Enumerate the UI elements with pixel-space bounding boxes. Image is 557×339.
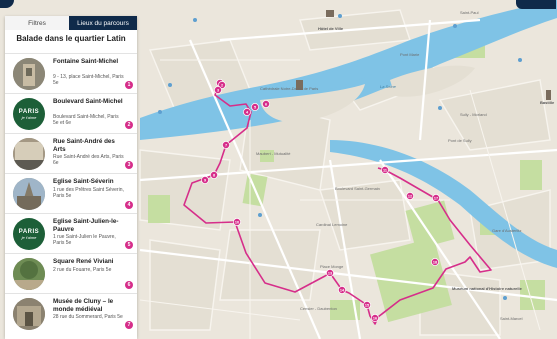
item-address: 1 rue des Prêtres Saint Séverin, Paris 5… xyxy=(53,187,124,200)
label-place-monge: Place Monge xyxy=(320,264,344,269)
item-number-badge: 1 xyxy=(125,81,133,89)
item-number-badge: 2 xyxy=(125,121,133,129)
route-marker[interactable] xyxy=(251,103,259,111)
tab-filters[interactable]: Filtres xyxy=(5,16,69,30)
label-austerlitz: Gare d'Austerlitz xyxy=(492,228,521,233)
list-item[interactable]: PARIS je t'aime Eglise Saint-Julien-le-P… xyxy=(5,213,137,253)
route-marker[interactable] xyxy=(214,86,222,94)
route-marker-label: 7 xyxy=(225,144,227,148)
list-item[interactable]: Eglise Saint-Séverin 1 rue des Prêtres S… xyxy=(5,173,137,213)
item-name: Musée de Cluny – le monde médiéval xyxy=(53,298,114,313)
label-cardinal: Cardinal Lemoine xyxy=(316,222,348,227)
list-item[interactable]: Square René Viviani 2 rue du Fouarre, Pa… xyxy=(5,253,137,293)
route-marker[interactable] xyxy=(371,314,379,322)
label-bd-st-germain: Boulevard Saint-Germain xyxy=(335,186,380,191)
label-museum: Muséum national d'Histoire naturelle xyxy=(452,286,523,291)
route-marker-label: 14 xyxy=(340,289,345,293)
item-number-badge: 6 xyxy=(125,281,133,289)
item-address: 9 - 13, place Saint-Michel, Paris 5e xyxy=(53,74,124,87)
item-address: 1 rue Saint-Julien le Pauvre, Paris 5e xyxy=(53,234,116,247)
route-marker[interactable] xyxy=(338,286,346,294)
route-marker-label: 6 xyxy=(265,103,267,107)
photo-icon xyxy=(13,298,45,330)
tab-places[interactable]: Lieux du parcours xyxy=(69,16,137,30)
logo-line2: je t'aime xyxy=(21,114,37,120)
route-marker[interactable] xyxy=(201,176,209,184)
route-marker-label: 18 xyxy=(433,261,437,265)
photo-icon xyxy=(13,258,45,290)
route-marker[interactable] xyxy=(406,192,414,200)
route-marker[interactable] xyxy=(381,166,389,174)
item-number-badge: 3 xyxy=(125,161,133,169)
route-marker-label: 15 xyxy=(365,304,369,308)
route-marker-label: 5 xyxy=(254,106,256,110)
route-marker[interactable] xyxy=(210,171,218,179)
list-item[interactable]: Musée de Cluny – le monde médiéval 28 ru… xyxy=(5,293,137,333)
item-number-badge: 5 xyxy=(125,241,133,249)
label-st-paul: Saint-Paul xyxy=(460,10,479,15)
route-marker-label: 8 xyxy=(213,174,215,178)
item-address: Rue Saint-André des Arts, Paris 6e xyxy=(53,154,124,167)
item-name: Eglise Saint-Julien-le-Pauvre xyxy=(53,218,119,233)
item-address: 2 rue du Fouarre, Paris 5e xyxy=(53,267,112,273)
label-maubert: Maubert - Mutualité xyxy=(256,151,291,156)
route-marker-label: 4 xyxy=(246,111,249,115)
route-markers: 123456789101112131415161718 xyxy=(201,79,440,322)
photo-icon xyxy=(13,58,45,90)
label-censier: Censier - Daubenton xyxy=(300,306,337,311)
walk-title: Balade dans le quartier Latin xyxy=(16,34,126,43)
route-marker-label: 13 xyxy=(328,272,332,276)
item-name: Rue Saint-André des Arts xyxy=(53,138,115,153)
photo-icon xyxy=(13,138,45,170)
route-marker[interactable] xyxy=(326,269,334,277)
item-name: Boulevard Saint-Michel xyxy=(53,98,123,105)
route-marker[interactable] xyxy=(432,194,440,202)
route-marker-label: 9 xyxy=(204,179,206,183)
paris-logo-icon: PARIS je t'aime xyxy=(13,218,45,250)
photo-icon xyxy=(13,178,45,210)
label-st-marcel: Saint-Marcel xyxy=(500,316,523,321)
label-seine: La Seine xyxy=(380,84,397,89)
logo-line1: PARIS xyxy=(18,228,40,235)
item-address: Boulevard Saint-Michel, Paris 5e et 6e xyxy=(53,114,119,127)
label-pont-marie: Pont Marie xyxy=(400,52,420,57)
label-sully-morland: Sully - Morland xyxy=(460,112,487,117)
item-name: Square René Viviani xyxy=(53,258,114,265)
map-top-button[interactable] xyxy=(516,0,556,9)
item-name: Eglise Saint-Séverin xyxy=(53,178,114,185)
paris-logo-icon: PARIS je t'aime xyxy=(13,98,45,130)
label-hotel-de-ville: Hôtel de Ville xyxy=(318,26,344,31)
route-marker[interactable] xyxy=(363,301,371,309)
route-marker-label: 17 xyxy=(434,197,438,201)
corner-menu-button[interactable] xyxy=(0,0,14,8)
route-marker-label: 11 xyxy=(383,169,387,173)
list-item[interactable]: Fontaine Saint-Michel 9 - 13, place Sain… xyxy=(5,53,137,93)
item-number-badge: 4 xyxy=(125,201,133,209)
label-pont-sully: Pont de Sully xyxy=(448,138,472,143)
route-marker-label: 3 xyxy=(217,89,219,93)
label-bastille: Bastille xyxy=(540,100,555,105)
list-item[interactable]: Rue Saint-André des Arts Rue Saint-André… xyxy=(5,133,137,173)
logo-line2: je t'aime xyxy=(21,234,37,240)
label-notre-dame: Cathédrale Notre-Dame de Paris xyxy=(260,86,318,91)
walk-panel: Balade dans le quartier Latin Fontaine S… xyxy=(5,17,137,339)
route-marker[interactable] xyxy=(243,108,251,116)
route-marker[interactable] xyxy=(233,218,241,226)
list-item[interactable]: PARIS je t'aime Boulevard Saint-Michel B… xyxy=(5,93,137,133)
logo-line1: PARIS xyxy=(18,108,40,115)
route-marker-label: 10 xyxy=(235,221,239,225)
route-marker[interactable] xyxy=(431,258,439,266)
route-marker[interactable] xyxy=(222,141,230,149)
route-marker-label: 2 xyxy=(221,84,223,88)
route-marker-label: 12 xyxy=(408,195,412,199)
item-number-badge: 7 xyxy=(125,321,133,329)
panel-tabs: Filtres Lieux du parcours xyxy=(5,16,137,30)
item-address: 28 rue du Sommerard, Paris 5e xyxy=(53,314,123,320)
route-marker-label: 16 xyxy=(373,317,377,321)
item-name: Fontaine Saint-Michel xyxy=(53,58,119,65)
route-marker[interactable] xyxy=(262,100,270,108)
